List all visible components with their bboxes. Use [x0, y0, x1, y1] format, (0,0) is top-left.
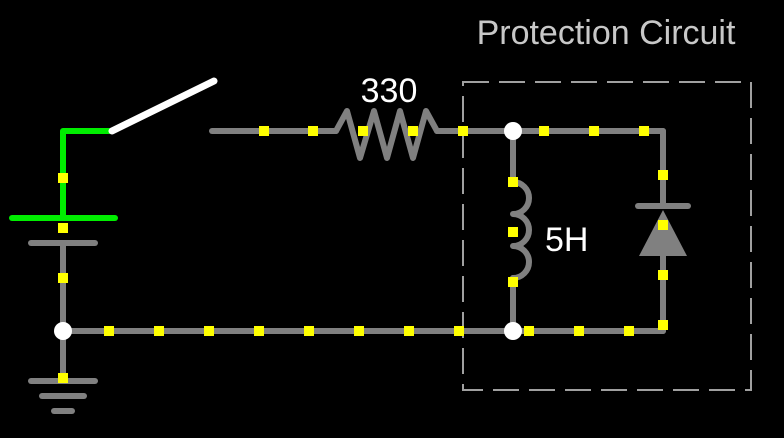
current-dot — [254, 326, 264, 336]
current-dot — [508, 177, 518, 187]
current-dot — [154, 326, 164, 336]
inductor-label: 5H — [545, 221, 588, 259]
current-dot — [58, 273, 68, 283]
current-dot — [358, 126, 368, 136]
protection-circuit-title: Protection Circuit — [477, 14, 736, 52]
current-dot — [458, 126, 468, 136]
current-dot — [658, 320, 668, 330]
junction-node-bottom-right — [504, 322, 522, 340]
current-dot — [524, 326, 534, 336]
current-dot — [658, 270, 668, 280]
wire-battery-to-switch-live — [60, 128, 115, 221]
current-dot — [508, 277, 518, 287]
current-dot — [259, 126, 269, 136]
inductor[interactable] — [510, 179, 532, 281]
junction-node-bottom-left — [54, 322, 72, 340]
current-dot — [639, 126, 649, 136]
diode[interactable] — [639, 210, 687, 256]
current-dot — [454, 326, 464, 336]
junction-node-top — [504, 122, 522, 140]
current-dot — [58, 223, 68, 233]
current-dot — [539, 126, 549, 136]
current-dot — [508, 227, 518, 237]
current-dot — [404, 326, 414, 336]
current-dot — [58, 373, 68, 383]
resistor-label: 330 — [361, 72, 418, 110]
current-dot — [589, 126, 599, 136]
current-dots — [58, 126, 668, 383]
protection-circuit-box — [462, 81, 752, 391]
current-dot — [58, 173, 68, 183]
resistor[interactable] — [333, 108, 440, 161]
current-dot — [308, 126, 318, 136]
current-dot — [408, 126, 418, 136]
current-dot — [574, 326, 584, 336]
current-dot — [354, 326, 364, 336]
current-dot — [624, 326, 634, 336]
current-dot — [204, 326, 214, 336]
switch-blade[interactable] — [108, 77, 218, 135]
current-dot — [658, 170, 668, 180]
current-dot — [304, 326, 314, 336]
current-dot — [104, 326, 114, 336]
current-dot — [658, 220, 668, 230]
